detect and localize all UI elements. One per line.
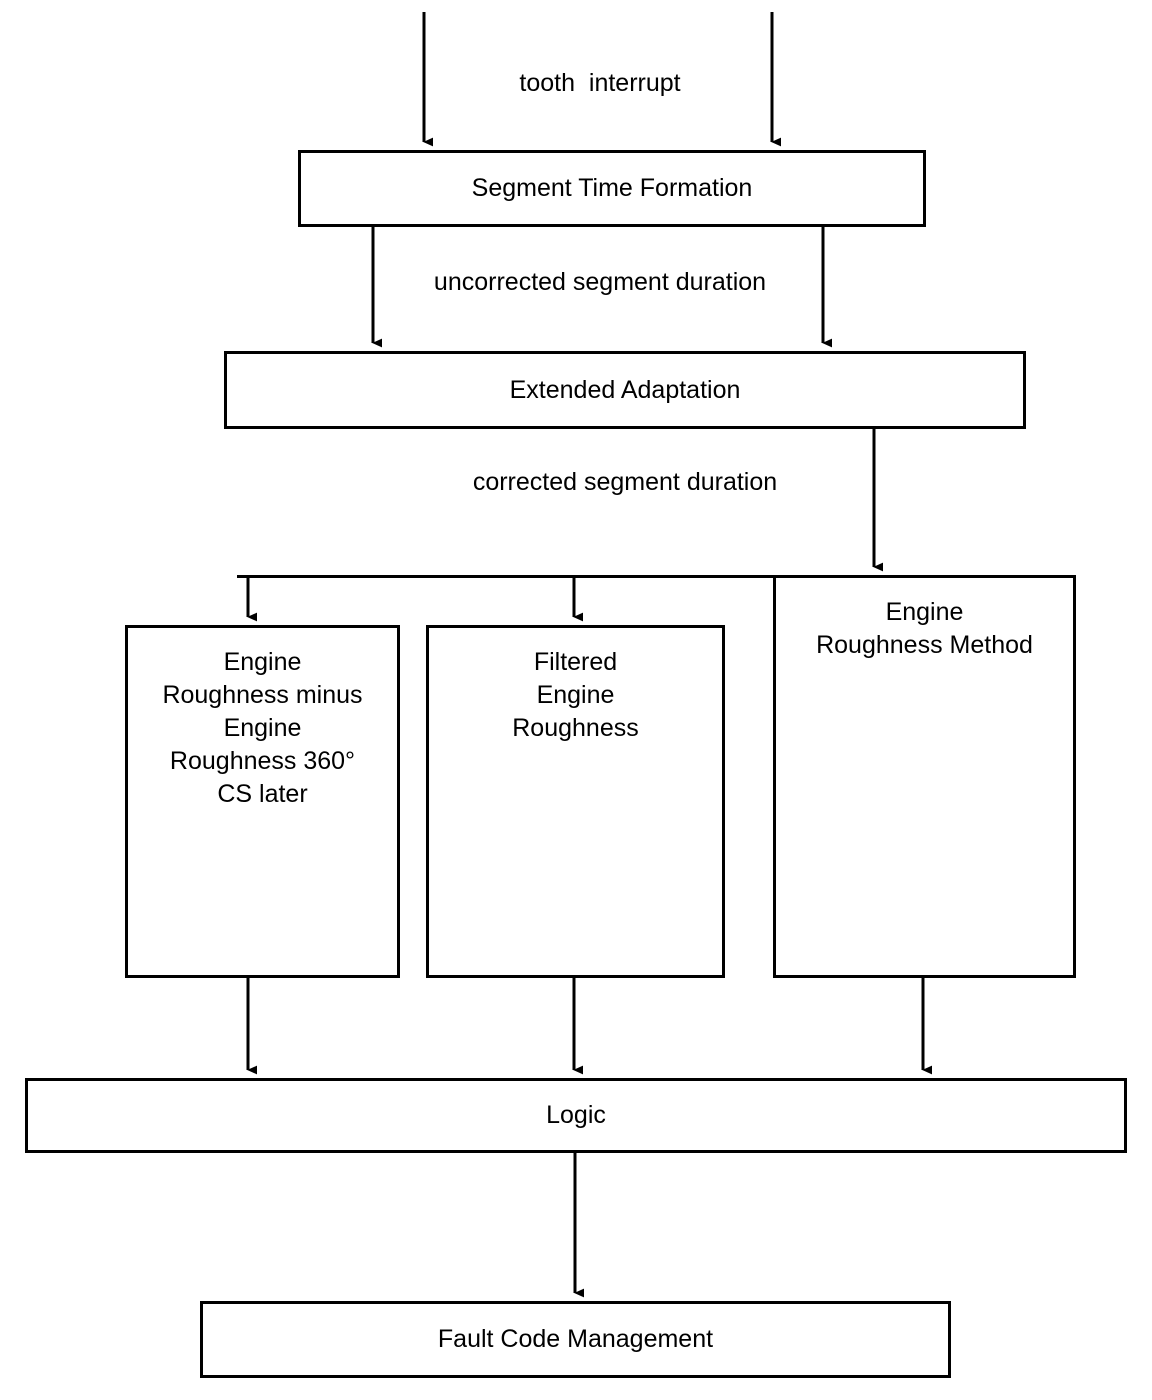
node-segment-time-formation[interactable]: Segment Time Formation — [298, 150, 926, 227]
node-extended-adaptation[interactable]: Extended Adaptation — [224, 351, 1026, 429]
node-engine-roughness-minus-label: Engine Roughness minus Engine Roughness … — [162, 648, 363, 808]
node-logic-label: Logic — [546, 1101, 606, 1129]
node-engine-roughness-method-label: Engine Roughness Method — [816, 598, 1033, 659]
node-extended-adaptation-label: Extended Adaptation — [509, 375, 741, 404]
node-fault-code-management[interactable]: Fault Code Management — [200, 1301, 951, 1378]
node-fault-code-management-label: Fault Code Management — [437, 1325, 714, 1353]
node-filtered-engine-roughness[interactable]: Filtered Engine Roughness — [426, 625, 725, 978]
edge-label-uncorrected-segment-duration: uncorrected segment duration — [433, 268, 767, 296]
node-filtered-engine-roughness-label: Filtered Engine Roughness — [512, 648, 639, 742]
node-logic[interactable]: Logic — [25, 1078, 1127, 1153]
edge-label-tooth-interrupt: tooth interrupt — [519, 69, 681, 97]
node-segment-time-formation-label: Segment Time Formation — [471, 174, 753, 202]
node-engine-roughness-method[interactable]: Engine Roughness Method — [773, 575, 1076, 978]
edge-label-corrected-segment-duration: corrected segment duration — [472, 468, 778, 496]
node-engine-roughness-minus[interactable]: Engine Roughness minus Engine Roughness … — [125, 625, 400, 978]
